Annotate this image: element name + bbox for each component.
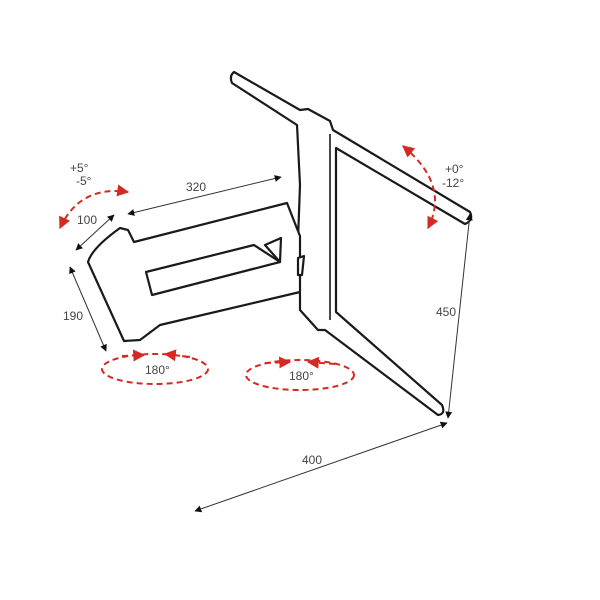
plate-tilt-arrow [402, 145, 439, 230]
dim-400-line [194, 421, 448, 513]
swivel-right-ellipse [245, 359, 355, 391]
label-plate-tilt-up: +0° [445, 162, 464, 176]
label-arm-tilt-down: -5° [76, 174, 92, 188]
label-arm-height: 190 [63, 309, 83, 323]
swivel-right-arrow-a [264, 356, 292, 369]
label-arm-length: 320 [186, 180, 206, 194]
dim-320-line [127, 175, 282, 216]
label-swivel-right: 180° [289, 369, 314, 383]
arm-joint-tab [296, 254, 306, 277]
label-plate-tilt-down: -12° [442, 176, 464, 190]
dim-190-line [69, 266, 107, 352]
swivel-left-arrow-b [163, 349, 191, 362]
label-arm-width: 100 [77, 213, 97, 227]
label-swivel-left: 180° [145, 363, 170, 377]
arm-tilt-arrow [59, 184, 130, 230]
arm-bracket-tab [263, 236, 283, 264]
label-arm-tilt-up: +5° [70, 161, 89, 175]
swivel-right-arrow-b [306, 356, 336, 369]
swing-arm [86, 201, 306, 343]
dim-450-line [445, 213, 473, 419]
label-plate-width: 400 [302, 453, 322, 467]
swivel-left-arrow-a [121, 349, 146, 362]
swivel-left-ellipse [101, 353, 209, 385]
label-plate-height: 450 [436, 305, 456, 319]
